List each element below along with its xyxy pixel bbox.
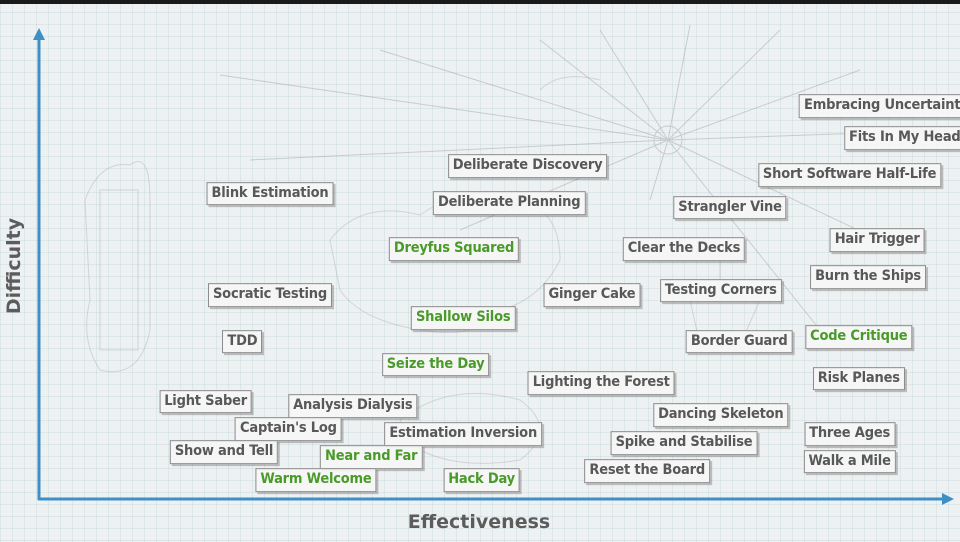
practice-label: Hair Trigger [829, 228, 925, 252]
practice-label: Burn the Ships [810, 265, 926, 289]
practice-label: Light Saber [159, 389, 252, 414]
practice-label: Lighting the Forest [527, 371, 675, 395]
practice-label: Near and Far [319, 445, 423, 469]
top-border [0, 0, 960, 4]
practice-label: Analysis Dialysis [288, 394, 418, 419]
practice-label: Estimation Inversion [384, 422, 543, 446]
practice-label: Three Ages [804, 422, 896, 446]
practice-label: Seize the Day [381, 352, 490, 377]
y-axis-arrow [33, 28, 45, 40]
practice-label: Reset the Board [584, 459, 711, 483]
practice-label: Captain's Log [234, 417, 342, 442]
practice-label: Deliberate Discovery [447, 154, 608, 178]
practice-label: Fits In My Head [844, 126, 960, 151]
practice-label: Short Software Half-Life [757, 163, 942, 188]
x-axis-label: Effectiveness [407, 511, 551, 533]
practice-label: Socratic Testing [207, 283, 333, 308]
axes [33, 28, 954, 505]
practice-label: Hack Day [443, 468, 520, 492]
practice-label: Spike and Stabilise [610, 431, 758, 456]
practice-label: Embracing Uncertainty [799, 94, 960, 118]
practice-label: Ginger Cake [543, 283, 641, 308]
practice-label: Border Guard [685, 329, 793, 354]
practice-label: Dancing Skeleton [653, 403, 789, 428]
practice-label: Code Critique [805, 325, 913, 349]
practice-label: TDD [222, 329, 263, 354]
y-axis-label: Difficulty [3, 217, 25, 315]
x-axis-arrow [942, 493, 954, 505]
practice-label: Walk a Mile [803, 449, 896, 474]
practice-label: Deliberate Planning [433, 191, 586, 215]
practice-label: Shallow Silos [410, 306, 516, 331]
practice-label: Testing Corners [659, 278, 782, 303]
practice-label: Risk Planes [812, 366, 905, 391]
practice-label: Clear the Decks [622, 237, 746, 261]
practice-label: Blink Estimation [206, 181, 334, 206]
practice-label: Warm Welcome [255, 468, 377, 492]
practice-label: Strangler Vine [673, 195, 787, 220]
practice-label: Show and Tell [169, 440, 279, 465]
practice-label: Dreyfus Squared [388, 237, 520, 261]
